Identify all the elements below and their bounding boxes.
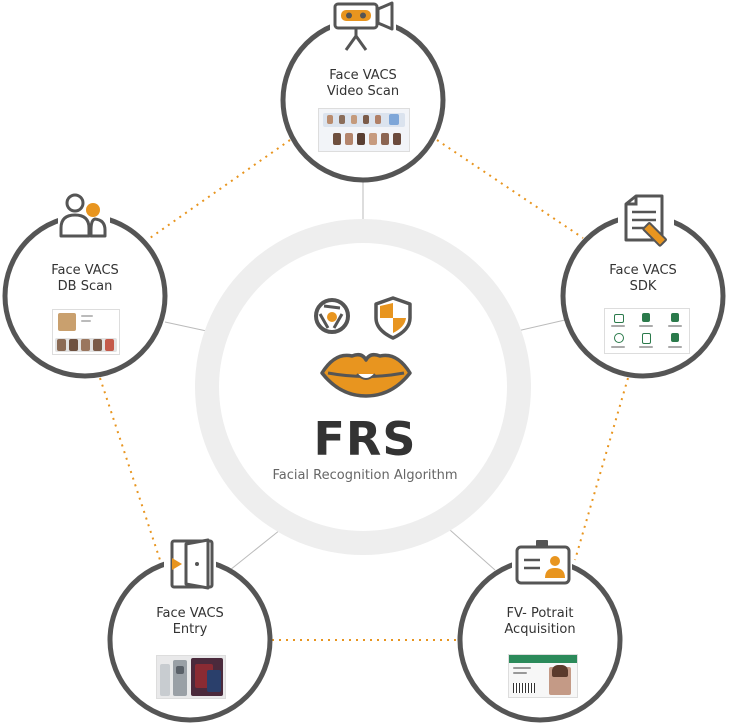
node-label-sdk: Face VACS SDK [563,263,723,295]
aperture-icon [314,298,350,334]
sdk-thumbnail [604,308,690,354]
node-label-line2: Acquisition [504,622,576,637]
dotted-connectors [99,139,629,641]
id-badge-icon [512,538,572,588]
spoke-entry [229,529,281,571]
node-label-line2: Video Scan [326,84,400,99]
users-icon [58,193,110,238]
entry-thumbnail [156,655,226,699]
node-label-entry: Face VACS Entry [110,606,270,638]
node-label-line1: Face VACS [156,606,224,621]
door-icon [164,538,216,590]
center-title: FRS [313,412,417,466]
spoke-portrait [449,529,496,571]
connector-video-sdk [436,139,584,239]
node-label-line1: Face VACS [609,263,677,278]
node-label-line2: DB Scan [57,279,113,294]
node-label-video-scan: Face VACS Video Scan [283,68,443,100]
node-label-line1: FV- Potrait [506,606,574,621]
shield-icon [374,296,412,340]
node-label-portrait: FV- Potrait Acquisition [460,606,620,638]
node-label-line2: SDK [629,279,657,294]
video-camera-icon [330,1,396,51]
lips-icon [320,352,412,398]
document-pen-icon [618,192,674,248]
center-subtitle: Facial Recognition Algorithm [272,468,458,483]
node-label-line1: Face VACS [51,263,119,278]
connector-video-db [149,139,291,239]
db-scan-thumbnail [52,309,120,355]
connector-sdk-portrait [574,377,629,561]
node-label-line2: Entry [172,622,208,637]
connector-db-entry [99,377,161,561]
portrait-thumbnail [508,654,578,698]
node-label-line1: Face VACS [329,68,397,83]
video-scan-thumbnail [318,108,410,152]
node-label-db-scan: Face VACS DB Scan [5,263,165,295]
